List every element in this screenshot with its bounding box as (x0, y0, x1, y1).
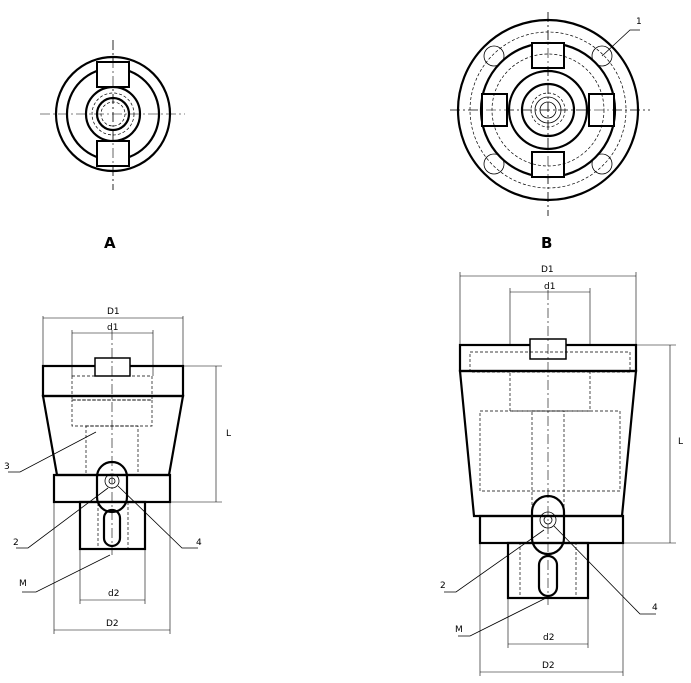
dim-l-a: L (226, 429, 231, 439)
dim-l-b: L (678, 437, 683, 447)
callout-2-a: 2 (13, 538, 19, 548)
dim-d1-big-a: D1 (107, 307, 120, 317)
callout-m-b: M (455, 625, 463, 635)
side-view-b: D1 d1 L d2 D2 2 4 M (440, 265, 683, 676)
dim-d2-big-b: D2 (542, 661, 555, 671)
callout-m-a: M (19, 579, 27, 589)
callout-1-b: 1 (636, 17, 642, 27)
dim-d1-big-b: D1 (541, 265, 554, 275)
view-label-a: A (104, 234, 116, 252)
view-label-b: B (541, 234, 552, 252)
callout-4-a: 4 (196, 538, 202, 548)
dim-d2-big-a: D2 (106, 619, 119, 629)
top-view-b: 1 (450, 12, 650, 216)
callout-4-b: 4 (652, 603, 658, 613)
dim-d1-small-a: d1 (107, 323, 118, 333)
callout-2-b: 2 (440, 581, 446, 591)
callout-3-a: 3 (4, 462, 10, 472)
top-view-a (40, 40, 185, 190)
dim-d1-small-b: d1 (544, 282, 555, 292)
dim-d2-b: d2 (543, 633, 554, 643)
dim-d2-a: d2 (108, 589, 119, 599)
side-view-a: D1 d1 L d2 D2 3 2 4 M (4, 307, 231, 634)
